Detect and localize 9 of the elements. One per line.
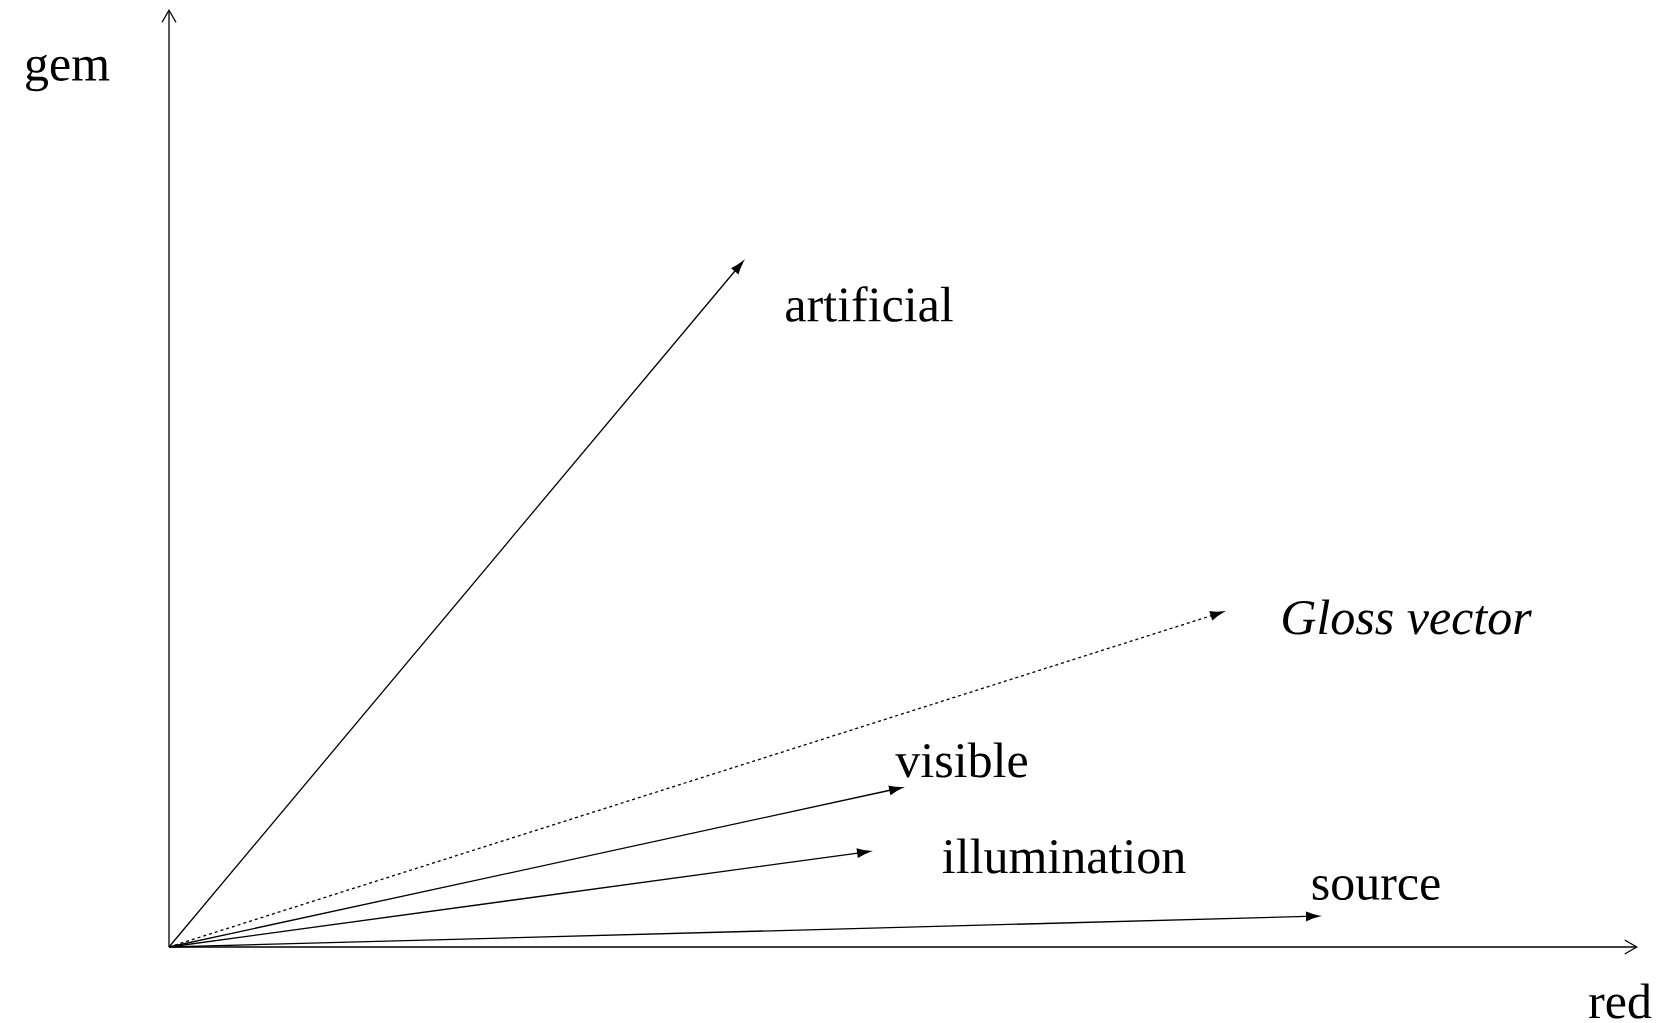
vector-label: Gloss vector bbox=[1283, 599, 1532, 635]
vector-label: artificial bbox=[786, 286, 953, 322]
arrow bbox=[168, 911, 1320, 948]
axis-label: gem bbox=[26, 54, 110, 92]
axis-label: red bbox=[1589, 983, 1652, 1019]
vector-label: visible bbox=[895, 742, 1027, 778]
arrow bbox=[168, 260, 744, 948]
vector-label: illumination bbox=[942, 838, 1186, 874]
vector-label: source bbox=[1312, 876, 1440, 900]
